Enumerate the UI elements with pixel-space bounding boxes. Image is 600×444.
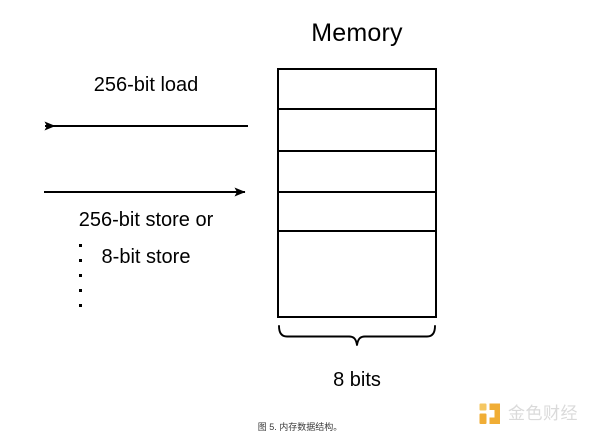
store-arrow-label-line2: 8-bit store (101, 246, 191, 268)
watermark: 金色财经 (478, 402, 578, 426)
width-brace-icon (278, 325, 436, 346)
store-arrow-label-line1: 256-bit store or (78, 209, 214, 231)
figure-caption: 图 5. 内存数据结构。 (257, 422, 343, 432)
memory-cell (279, 70, 435, 110)
memory-cell (279, 193, 435, 232)
page-title: Memory (311, 19, 403, 47)
jinse-finance-logo-icon (478, 402, 502, 426)
load-arrow-label: 256-bit load (93, 74, 199, 96)
memory-cell (279, 152, 435, 193)
watermark-text: 金色财经 (508, 404, 578, 424)
memory-column (277, 68, 437, 318)
memory-width-label: 8 bits (333, 369, 381, 391)
memory-cell (279, 110, 435, 152)
